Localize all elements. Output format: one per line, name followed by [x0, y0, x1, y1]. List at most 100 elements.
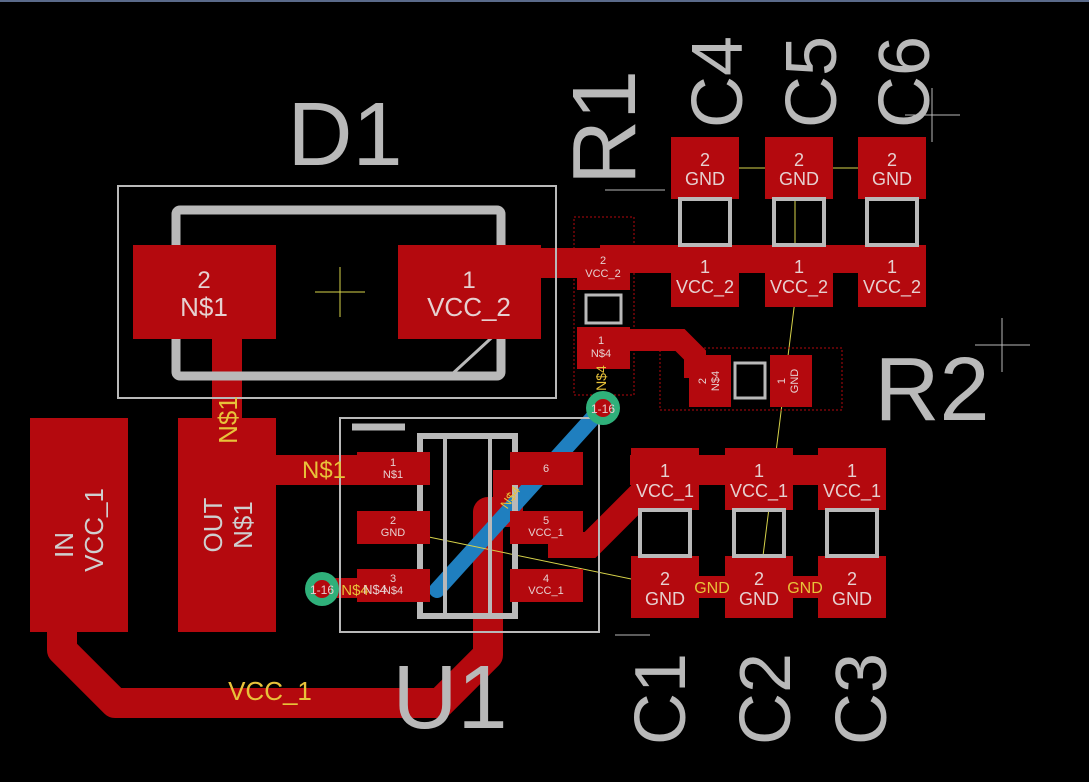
c5-pad-1-net: VCC_2	[770, 277, 828, 298]
c4-pad-2-num: 2	[700, 150, 710, 170]
d1-name: D1	[287, 85, 402, 185]
d1-pad-anode[interactable]	[398, 245, 541, 339]
r1-pad-1-net: N$4	[591, 348, 611, 360]
r2-pad-2[interactable]	[689, 355, 731, 407]
trace-n1-horizontal[interactable]	[275, 455, 365, 485]
c5-pad-2[interactable]	[765, 137, 833, 199]
u1-pad-4-num: 4	[543, 573, 549, 585]
c6-body	[865, 197, 919, 247]
net-label-n1-horizontal: N$1	[302, 457, 346, 484]
u1-pad-6-num: 6	[543, 463, 549, 475]
connector-in-pad[interactable]	[30, 418, 128, 632]
c6-pad-2-num: 2	[887, 150, 897, 170]
r2-pad-1-num: 1	[776, 378, 788, 384]
c2-pad-2-num: 2	[754, 569, 764, 589]
r2-pad-2-num: 2	[697, 378, 709, 384]
c4-body	[678, 197, 732, 247]
u1-pad-1-num: 1	[390, 457, 396, 469]
net-label-gnd-1: GND	[694, 580, 730, 597]
c5-pad-1[interactable]	[765, 245, 833, 307]
connector-out-pad[interactable]	[178, 418, 276, 632]
u1-pad-5-num: 5	[543, 515, 549, 527]
c1-pad-1-net: VCC_1	[636, 481, 694, 502]
r1-pad-2-num: 2	[600, 255, 606, 267]
c1-pad-1[interactable]	[631, 448, 699, 510]
u1-pad-4-net: VCC_1	[528, 585, 563, 597]
c2-pad-1-net: VCC_1	[730, 481, 788, 502]
via-top-label: 1-16	[591, 402, 615, 416]
c6-pad-1[interactable]	[858, 245, 926, 307]
c2-pad-1-num: 1	[754, 461, 764, 481]
r1-pad-2-net: VCC_2	[585, 268, 620, 280]
d1-pad-cathode-net: N$1	[180, 292, 228, 322]
u1-pad-5[interactable]	[510, 511, 583, 544]
u1-pad-2-num: 2	[390, 515, 396, 527]
d1-origin-cross	[315, 267, 365, 317]
d1-pad-cathode-num: 2	[197, 267, 210, 294]
connector-in-net: VCC_1	[79, 488, 109, 572]
c5-name: C5	[772, 36, 852, 128]
net-label-n4-r1: N$4	[593, 365, 609, 391]
u1-name: U1	[392, 648, 507, 748]
u1-pad-5-net: VCC_1	[528, 527, 563, 539]
r1-name: R1	[555, 70, 655, 185]
c3-pad-2-num: 2	[847, 569, 857, 589]
via-left-label: 1-16	[310, 583, 334, 597]
net-label-vcc1-bottom: VCC_1	[228, 676, 312, 706]
net-label-gnd-2: GND	[787, 580, 823, 597]
c3-pad-2-net: GND	[832, 589, 872, 609]
u1-pad-2[interactable]	[357, 511, 430, 544]
c4-pad-2[interactable]	[671, 137, 739, 199]
d1-outline	[117, 185, 557, 399]
d1-pad-cathode[interactable]	[133, 245, 276, 339]
u1-pad-1[interactable]	[357, 452, 430, 485]
c4-pad-1-net: VCC_2	[676, 277, 734, 298]
c6-name: C6	[865, 36, 945, 128]
c6-pad-1-net: VCC_2	[863, 277, 921, 298]
c6-pad-2[interactable]	[858, 137, 926, 199]
u1-pad-3[interactable]	[357, 569, 430, 602]
c3-pad-1-num: 1	[847, 461, 857, 481]
connector-in-label: IN	[49, 532, 79, 558]
net-label-n1-vertical: N$1	[213, 396, 243, 444]
r2-pad-1[interactable]	[770, 355, 812, 407]
u1-pad-4[interactable]	[510, 569, 583, 602]
u1-pad-1-net: N$1	[383, 469, 403, 481]
cap-top-group	[671, 137, 926, 307]
r2-body	[733, 361, 767, 400]
u1-body-inner	[443, 434, 492, 618]
c1-pad-1-num: 1	[660, 461, 670, 481]
r1-pad-1-num: 1	[598, 335, 604, 347]
c4-pad-1-num: 1	[700, 257, 710, 277]
c3-pad-1[interactable]	[818, 448, 886, 510]
c1-pad-2[interactable]	[631, 556, 699, 618]
trace-vcc1-u1[interactable]	[548, 480, 655, 558]
net-label-n4-via: N$4	[341, 582, 369, 599]
trace-n4-bottom[interactable]	[429, 402, 608, 598]
c4-pad-1[interactable]	[671, 245, 739, 307]
r1-pad-2[interactable]	[577, 248, 630, 290]
d1-pad-anode-net: VCC_2	[427, 292, 511, 322]
c3-pad-2[interactable]	[818, 556, 886, 618]
c6-pad-2-net: GND	[872, 169, 912, 189]
c4-pad-2-net: GND	[685, 169, 725, 189]
r2-pad-1-net: GND	[789, 369, 801, 394]
u1-pad-6[interactable]	[510, 452, 583, 485]
c6-pad-1-num: 1	[887, 257, 897, 277]
r1-pad-1[interactable]	[577, 327, 630, 369]
c2-pad-1[interactable]	[725, 448, 793, 510]
c2-pad-2[interactable]	[725, 556, 793, 618]
c5-pad-2-num: 2	[794, 150, 804, 170]
u1-pad-3-num: 3	[390, 573, 396, 585]
c5-pad-1-num: 1	[794, 257, 804, 277]
c1-name: C1	[621, 653, 701, 745]
c2-body	[732, 508, 786, 558]
c3-name: C3	[822, 653, 902, 745]
c4-name: C4	[678, 36, 758, 128]
cap-bottom-group	[631, 448, 886, 618]
c1-pad-2-num: 2	[660, 569, 670, 589]
c1-pad-2-net: GND	[645, 589, 685, 609]
r2-outline	[659, 347, 843, 411]
